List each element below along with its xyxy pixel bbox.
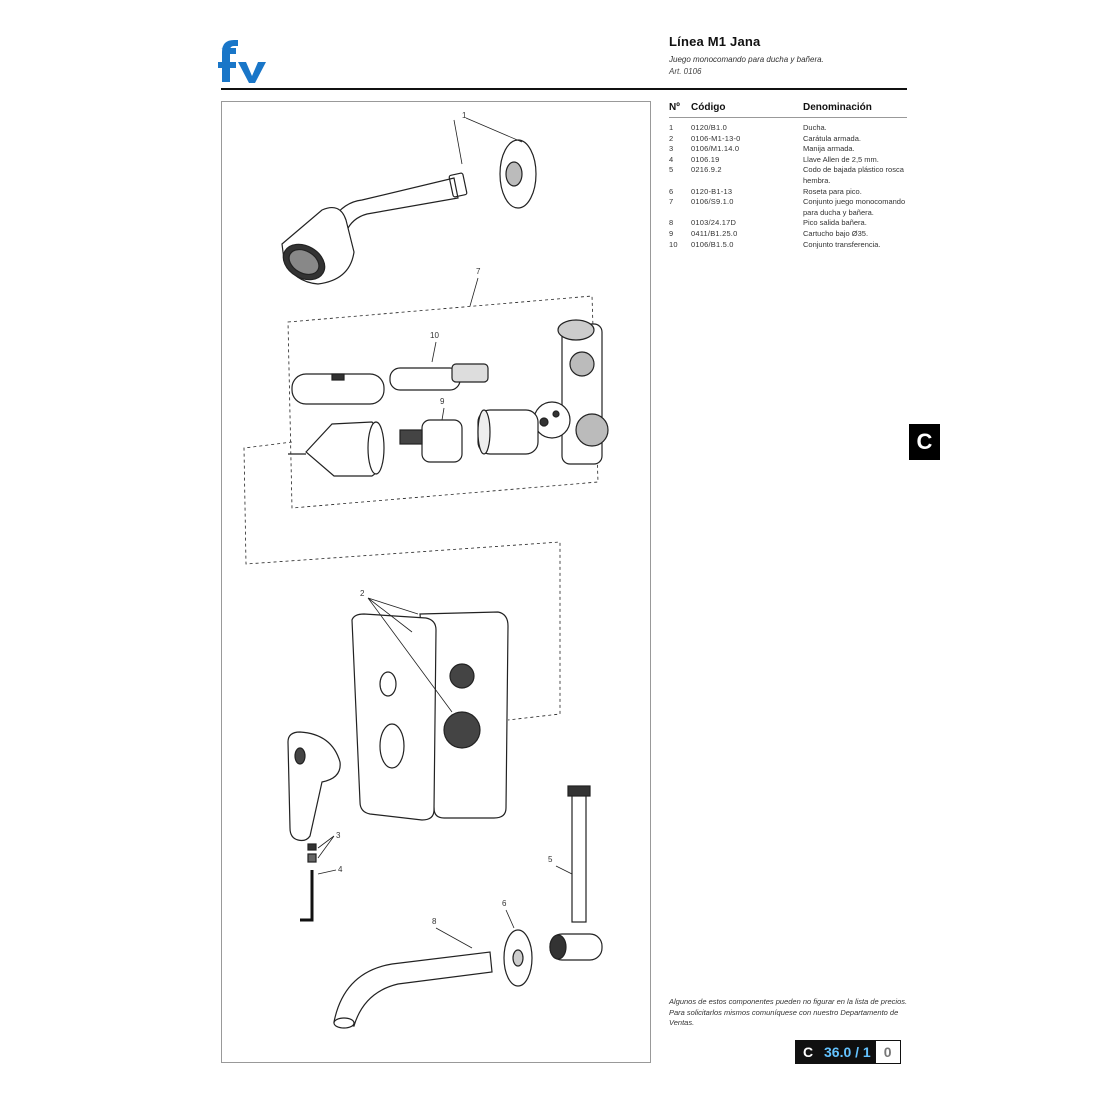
label-8: 8	[432, 917, 437, 926]
parts-table-header: Nº Código Denominación	[669, 102, 907, 118]
exploded-diagram: 1 7 10	[221, 101, 651, 1063]
cell-code: 0120-B1-13	[691, 186, 733, 196]
page-subtitle: Juego monocomando para ducha y bañera.	[669, 55, 824, 64]
cell-name: Carátula armada.	[803, 133, 861, 143]
label-2: 2	[360, 589, 365, 598]
section-tab: C	[909, 424, 940, 460]
rosette-drawing	[503, 929, 533, 987]
table-row: 2 0106-M1-13-0 Carátula armada.	[669, 134, 907, 145]
cell-num: 4	[669, 154, 674, 164]
table-row: 6 0120-B1-13 Roseta para pico.	[669, 187, 907, 198]
cell-name: Conjunto transferencia.	[803, 239, 881, 249]
cell-name: Manija armada.	[803, 144, 855, 154]
table-row: 5 0216.9.2 Codo de bajada plástico rosca h…	[669, 165, 907, 186]
label-4: 4	[338, 865, 343, 874]
label-10: 10	[430, 331, 439, 340]
cartridge-drawing	[288, 409, 539, 477]
label-9: 9	[440, 397, 445, 406]
availability-note: Algunos de estos componentes pueden no f…	[669, 997, 908, 1027]
label-6: 6	[502, 899, 507, 908]
label-1: 1	[462, 111, 467, 120]
cell-num: 5	[669, 165, 674, 175]
col-code-header: Código	[691, 102, 726, 113]
fv-logo	[218, 40, 266, 83]
page-title: Línea M1 Jana	[669, 34, 761, 49]
cell-num: 10	[669, 239, 678, 249]
cell-num: 3	[669, 144, 674, 154]
spout-drawing	[333, 951, 493, 1029]
cell-code: 0106/M1.14.0	[691, 144, 740, 154]
col-name-header: Denominación	[803, 102, 872, 113]
table-row: 8 0103/24.17D Pico salida bañera.	[669, 218, 907, 229]
cell-name: Cartucho bajo Ø35.	[803, 228, 869, 238]
table-row: 9 0411/B1.25.0 Cartucho bajo Ø35.	[669, 229, 907, 240]
cell-name: Pico salida bañera.	[803, 218, 867, 228]
handle-drawing	[287, 731, 341, 922]
col-num-header: Nº	[669, 102, 680, 113]
table-row: 3 0106/M1.14.0 Manija armada.	[669, 144, 907, 155]
cell-num: 1	[669, 123, 674, 132]
table-row: 10 0106/B1.5.0 Conjunto transferencia.	[669, 240, 907, 251]
page-code-suffix: 0	[874, 1041, 900, 1063]
label-5: 5	[548, 855, 553, 864]
cell-code: 0106/B1.5.0	[691, 239, 734, 249]
cell-code: 0103/24.17D	[691, 218, 737, 228]
cell-name: Llave Allen de 2,5 mm.	[803, 154, 879, 164]
cell-num: 8	[669, 218, 674, 228]
header: Línea M1 Jana Juego monocomando para duc…	[669, 34, 909, 76]
page-code-main-text: 36.0 / 1	[824, 1044, 871, 1060]
cell-code: 0106.19	[691, 154, 720, 164]
cell-code: 0106-M1-13-0	[691, 133, 741, 143]
page-code-main: 36.0 / 1	[820, 1041, 875, 1063]
table-row: 1 0120/B1.0 Ducha.	[669, 123, 907, 134]
page-code-prefix: C	[796, 1041, 820, 1063]
cell-name: Conjunto juego monocomando para ducha y …	[803, 197, 906, 217]
cell-name: Ducha.	[803, 123, 827, 132]
shower-head-drawing	[281, 117, 537, 285]
table-row: 4 0106.19 Llave Allen de 2,5 mm.	[669, 155, 907, 166]
cell-name: Codo de bajada plástico rosca hembra.	[803, 165, 904, 185]
label-7: 7	[476, 267, 481, 276]
cell-num: 9	[669, 228, 674, 238]
faceplate-drawing	[351, 611, 509, 821]
cell-code: 0216.9.2	[691, 165, 722, 175]
cell-code: 0106/S9.1.0	[691, 197, 734, 207]
valve-body-drawing	[533, 319, 609, 465]
cell-num: 7	[669, 197, 674, 207]
parts-table: Nº Código Denominación 1 0120/B1.0 Ducha. 2…	[669, 102, 907, 250]
page-code: C 36.0 / 1 0	[795, 1040, 901, 1064]
table-row: 7 0106/S9.1.0 Conjunto juego monocomando p…	[669, 197, 907, 218]
cell-num: 2	[669, 133, 674, 143]
header-rule	[221, 88, 907, 90]
cell-name: Roseta para pico.	[803, 186, 862, 196]
cell-num: 6	[669, 186, 674, 196]
article-number: Art. 0106	[669, 67, 702, 76]
transfer-assembly-drawing	[291, 363, 489, 405]
elbow-drawing	[549, 785, 603, 961]
label-3: 3	[336, 831, 341, 840]
group-7-outline	[287, 295, 599, 509]
cell-code: 0411/B1.25.0	[691, 228, 738, 238]
cell-code: 0120/B1.0	[691, 123, 727, 132]
